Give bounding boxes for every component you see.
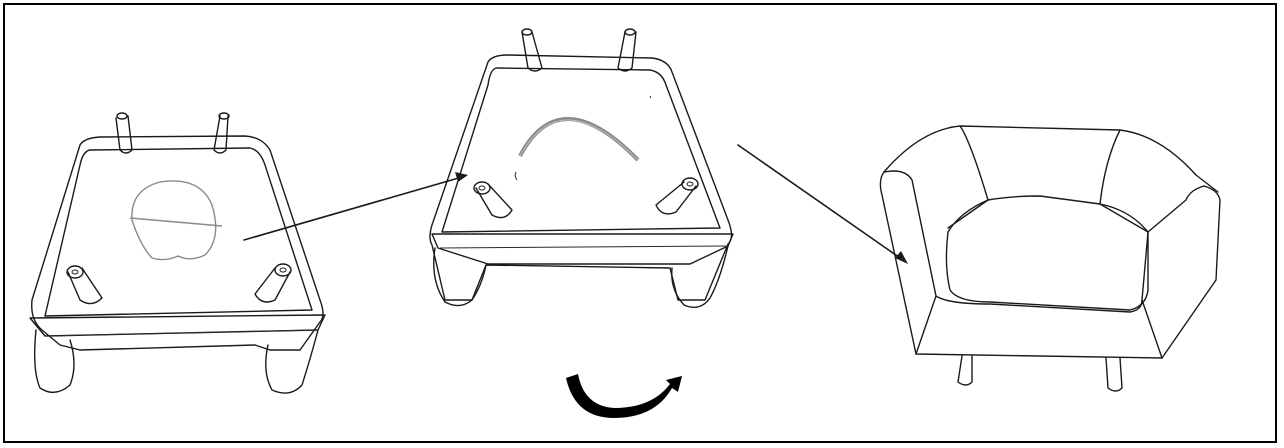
step-2-chair-underside — [430, 29, 733, 307]
step-1-chair-underside — [30, 113, 325, 393]
arrow-step2-to-step3 — [738, 145, 908, 264]
step-3-assembled-armchair — [880, 126, 1220, 391]
flip-over-arrow-icon — [566, 374, 682, 418]
